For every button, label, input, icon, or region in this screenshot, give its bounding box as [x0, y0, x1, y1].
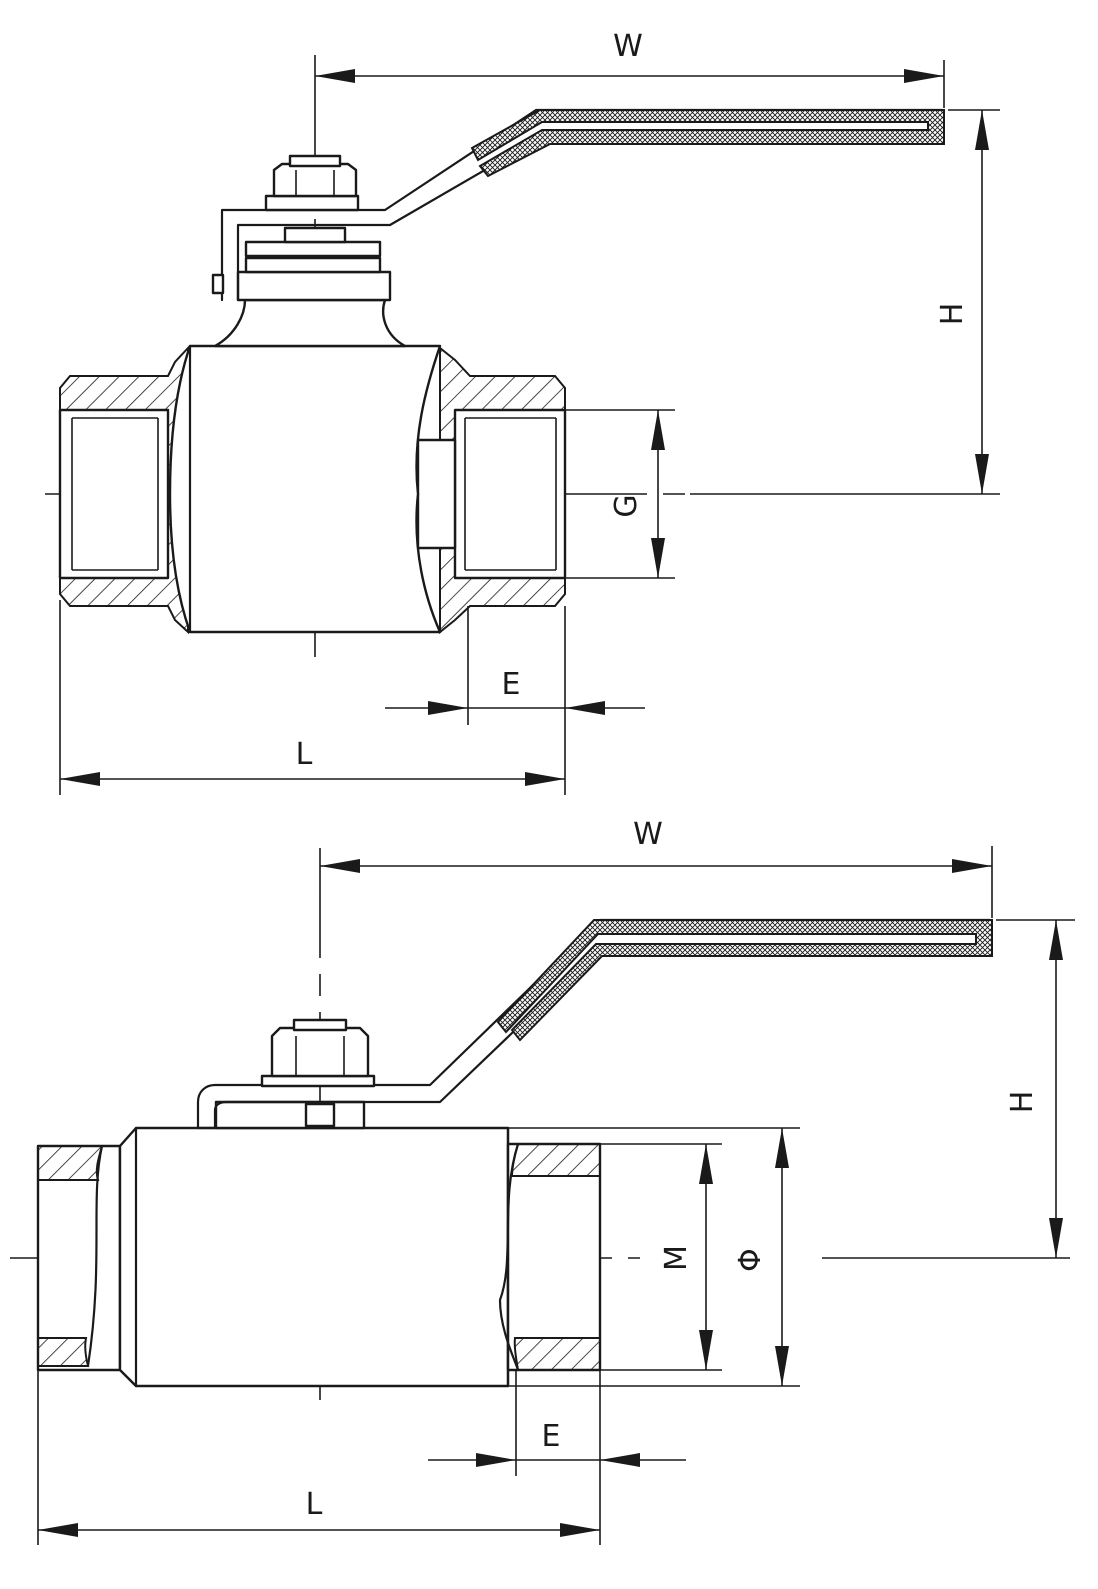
bottom-stem-housing — [214, 1100, 366, 1130]
top-label-l: L — [296, 737, 313, 772]
top-label-h: H — [935, 303, 970, 326]
top-stem-tip — [288, 154, 342, 168]
top-label-e: E — [502, 667, 521, 702]
top-valve-body — [168, 344, 442, 634]
bottom-lever-grip — [496, 919, 993, 1042]
top-nut — [272, 162, 358, 198]
bottom-stem-slot — [304, 1102, 336, 1128]
top-dim-thread: G — [565, 409, 675, 579]
top-valve-neck — [213, 298, 407, 348]
top-stem — [283, 226, 347, 244]
bottom-valve-view: W H M Φ — [10, 817, 1075, 1545]
bottom-label-l: L — [306, 1487, 323, 1522]
top-stop-pin — [211, 273, 225, 295]
top-label-g: G — [609, 494, 644, 517]
top-lever-grip — [470, 109, 945, 178]
bottom-label-w: W — [633, 817, 663, 852]
bottom-stem-tip — [292, 1018, 348, 1032]
top-left-end-port — [58, 345, 189, 635]
top-washer — [264, 194, 360, 212]
top-dim-engagement: E — [385, 606, 645, 795]
top-gland — [244, 240, 382, 258]
bottom-washer — [260, 1074, 376, 1088]
bottom-valve-body — [118, 1126, 510, 1388]
top-packing-ring — [244, 256, 382, 274]
bottom-label-h: H — [1005, 1091, 1040, 1114]
bottom-nut — [270, 1026, 370, 1078]
top-bonnet — [236, 270, 392, 302]
top-dim-width: W — [315, 29, 945, 108]
top-valve-view: W H G E — [45, 29, 1000, 795]
bottom-label-e: E — [542, 1419, 561, 1454]
bottom-right-end-port — [498, 1126, 602, 1388]
bottom-dim-engagement: E — [428, 1370, 686, 1545]
bottom-dim-height: H — [996, 919, 1075, 1258]
bottom-label-phi: Φ — [733, 1248, 768, 1272]
bottom-dim-width: W — [320, 817, 993, 918]
bottom-label-m: M — [659, 1245, 694, 1271]
top-right-end-port — [416, 345, 567, 635]
bottom-dim-diameter: Φ — [508, 1127, 800, 1387]
bottom-dim-thread: M — [600, 1143, 722, 1371]
top-dim-height: H — [935, 109, 1000, 494]
top-label-w: W — [613, 29, 643, 64]
bottom-left-end-port — [36, 1144, 122, 1372]
bottom-dim-length: L — [37, 1370, 600, 1545]
top-dim-length: L — [59, 600, 565, 795]
